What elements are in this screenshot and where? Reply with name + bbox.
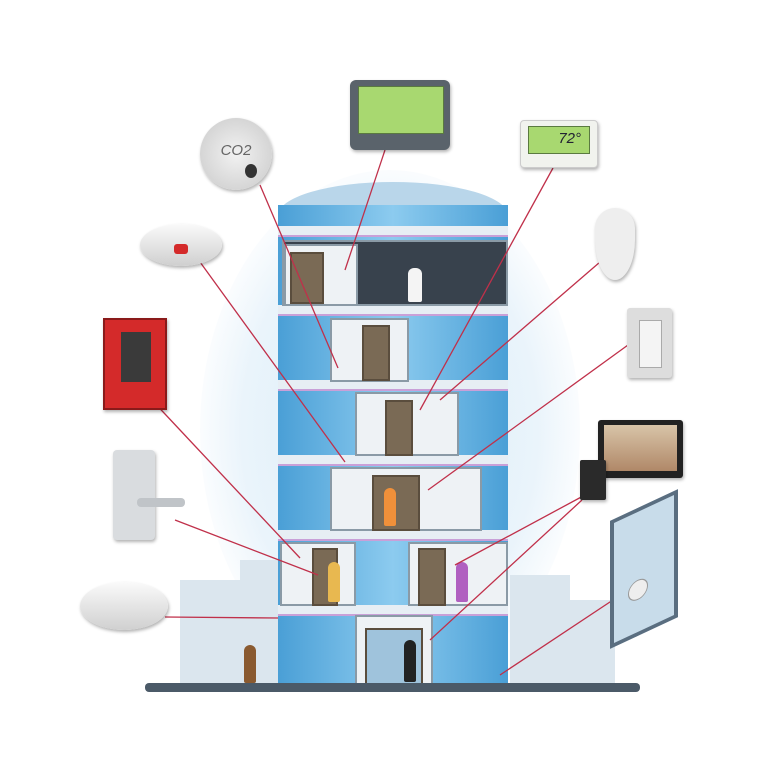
thermostat: 72° [520, 120, 598, 168]
motion-sensor [595, 208, 635, 280]
person [384, 488, 396, 526]
floor-slab [278, 380, 508, 391]
person [244, 645, 256, 683]
link-line [439, 261, 601, 401]
temperature-readout: 72° [558, 130, 581, 147]
video-monitor [598, 420, 683, 478]
thermostat-display: 72° [528, 126, 590, 154]
person [404, 640, 416, 682]
link-line [259, 184, 339, 369]
co2-sensor: CO2 [200, 118, 272, 190]
floor-slab [278, 305, 508, 316]
occupancy-sensor [80, 582, 168, 630]
floor-slab [278, 226, 508, 237]
background-building [565, 600, 615, 685]
door-lever [137, 498, 185, 507]
background-building [510, 575, 570, 685]
person [328, 562, 340, 602]
co2-label: CO2 [220, 142, 252, 159]
link-line [454, 494, 586, 566]
person [456, 562, 468, 602]
link-line [427, 344, 629, 491]
door [418, 548, 446, 606]
video-screen [604, 425, 677, 471]
wall-switch-sensor [627, 308, 672, 378]
sensor-grille-icon [245, 164, 257, 178]
link-line [429, 499, 583, 641]
floor-slab [278, 530, 508, 541]
background-building [180, 580, 250, 685]
keypad-lock [113, 450, 185, 540]
door [385, 400, 413, 456]
panel-display [121, 332, 151, 382]
door [362, 325, 390, 381]
floor-slab [278, 455, 508, 466]
door [372, 475, 420, 531]
touchscreen-controller [350, 80, 450, 150]
link-line [164, 616, 279, 619]
person [408, 268, 422, 302]
link-line [174, 519, 319, 576]
fire-alarm-panel [103, 318, 167, 410]
floorplan-screen [358, 86, 444, 134]
link-line [199, 261, 346, 463]
ground [145, 683, 640, 692]
contact-sensor-icon [628, 575, 648, 605]
smoke-detector [140, 224, 222, 266]
alarm-indicator-icon [174, 244, 188, 254]
switch-toggle [639, 320, 662, 368]
link-line [419, 167, 554, 411]
link-line [499, 591, 626, 676]
door-intercom [580, 460, 606, 500]
link-line [344, 149, 386, 271]
link-line [149, 397, 301, 559]
